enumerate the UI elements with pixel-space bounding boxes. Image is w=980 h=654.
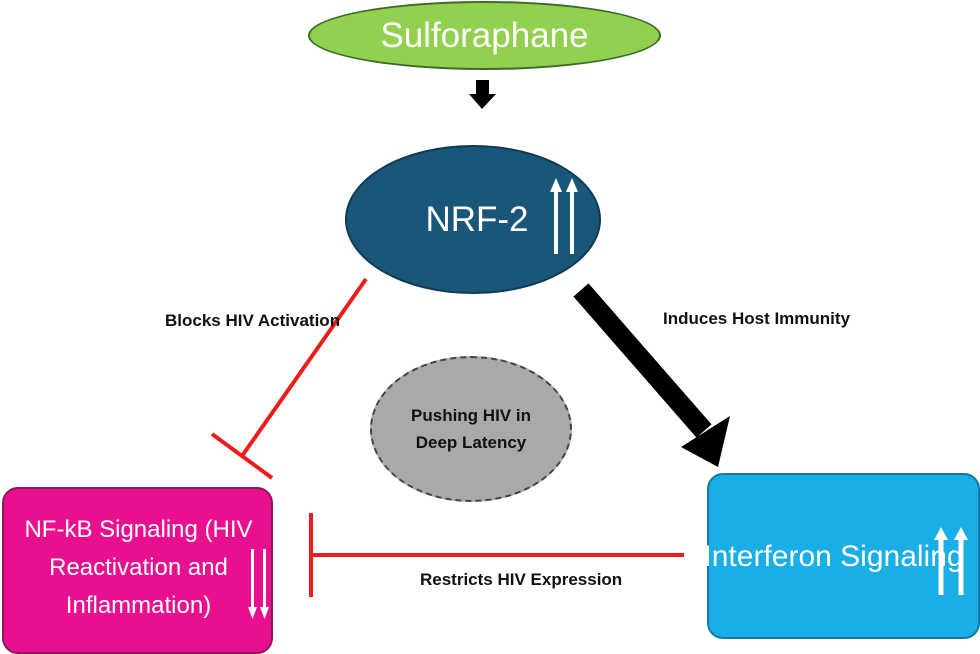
nfkb-label: NF-kB Signaling (HIV Reactivation and In… [24, 515, 253, 619]
nrf2-node: NRF-2 [345, 145, 601, 294]
restricts-hiv-expression-label: Restricts HIV Expression [420, 570, 623, 589]
deep-latency-node: Pushing HIV in Deep Latency [370, 356, 572, 502]
nrf2-label: NRF-2 [425, 199, 529, 239]
up-double-arrow-icon [550, 178, 578, 254]
nrf2-blocks-nfkb-inhibitor [210, 277, 368, 480]
induces-host-immunity-label: Induces Host Immunity [663, 309, 851, 328]
sulforaphane-node: Sulforaphane [308, 1, 661, 70]
up-double-arrow-icon [934, 527, 968, 595]
sulforaphane-label: Sulforaphane [380, 15, 589, 55]
interferon-restricts-nfkb-inhibitor [309, 513, 684, 597]
nfkb-node: NF-kB Signaling (HIV Reactivation and In… [2, 487, 273, 654]
blocks-hiv-activation-label: Blocks HIV Activation [165, 311, 341, 330]
nrf2-to-interferon-arrow [573, 283, 730, 467]
interferon-label: Interferon Signaling [703, 539, 964, 573]
sulforaphane-to-nrf2-arrow [469, 80, 496, 109]
down-double-arrow-icon [248, 549, 269, 619]
interferon-node: Interferon Signaling [703, 473, 980, 639]
deep-latency-label: Pushing HIV in Deep Latency [411, 406, 531, 452]
